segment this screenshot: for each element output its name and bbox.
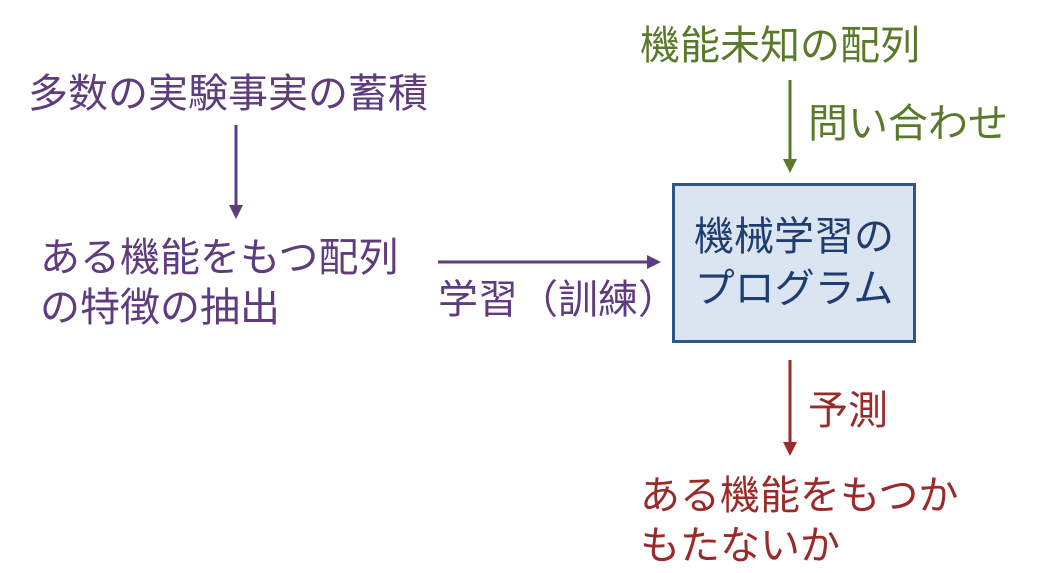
arrow-accumulation-to-extraction (229, 125, 243, 219)
node-feature-extraction-line1: ある機能をもつ配列 (40, 235, 399, 281)
node-feature-extraction-line2: の特徴の抽出 (40, 285, 280, 331)
arrow-learning (438, 255, 661, 269)
node-unknown-sequence: 機能未知の配列 (640, 23, 920, 69)
program-label-line1: 機械学習の (694, 214, 894, 260)
program-label-line2: プログラム (694, 266, 894, 312)
edge-label-query: 問い合わせ (808, 101, 1008, 147)
edge-label-prediction: 予測 (808, 388, 888, 434)
node-prediction-result-line2: もたないか (640, 523, 840, 569)
arrow-prediction (783, 360, 797, 456)
arrow-query (783, 80, 797, 173)
node-experimental-data-accumulation: 多数の実験事実の蓄積 (28, 71, 428, 117)
node-ml-program-box: 機械学習の プログラム (672, 183, 916, 343)
node-prediction-result-line1: ある機能をもつか (640, 473, 959, 519)
edge-label-learning: 学習（訓練） (438, 277, 678, 323)
